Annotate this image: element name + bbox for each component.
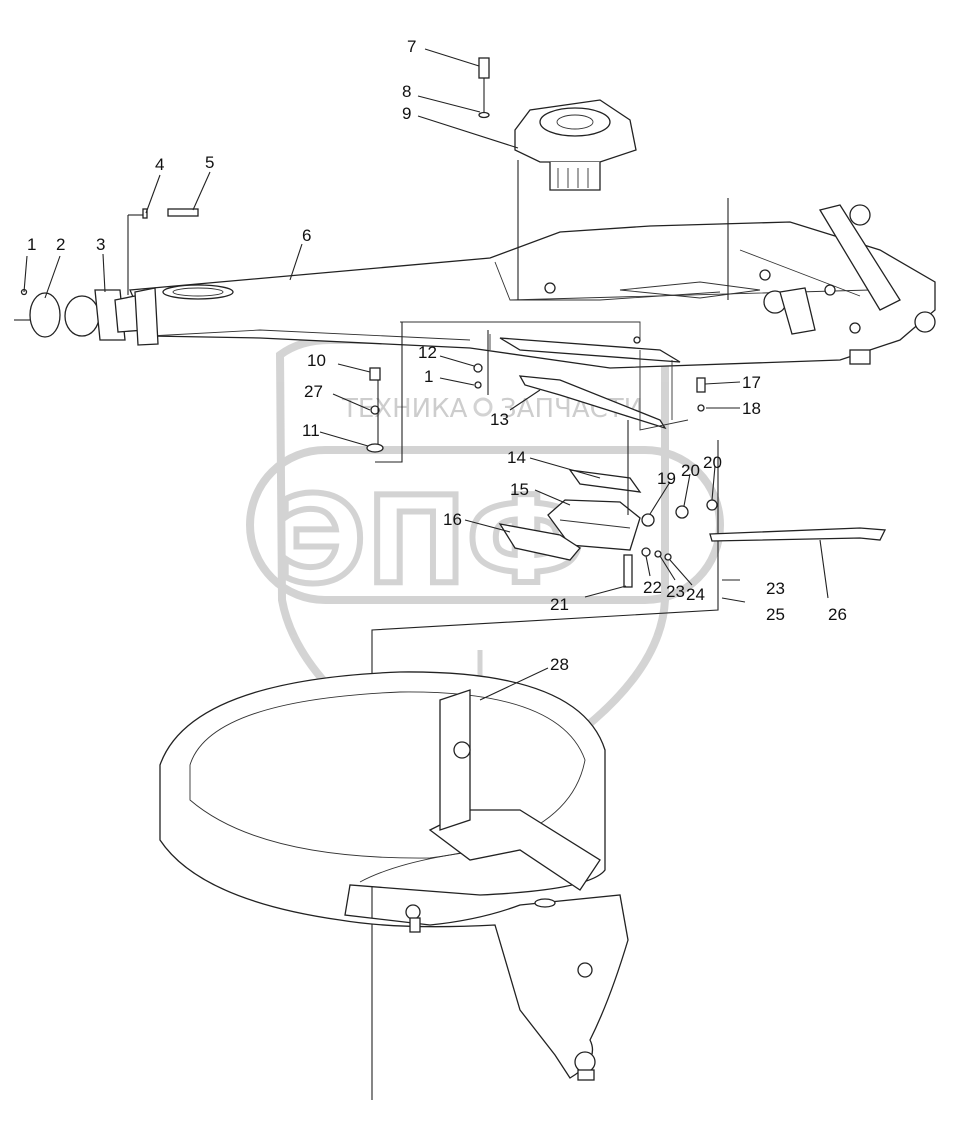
callout-6: 6 [302, 226, 311, 245]
callout-22: 22 [643, 578, 662, 597]
hitch-assembly [14, 287, 159, 346]
callout-18: 18 [742, 399, 761, 418]
callout-25: 25 [766, 605, 785, 624]
callout-23a: 23 [666, 582, 685, 601]
callout-3: 3 [96, 235, 105, 254]
callout-5: 5 [205, 153, 214, 172]
callout-20b: 20 [703, 453, 722, 472]
callout-2: 2 [56, 235, 65, 254]
callout-7: 7 [407, 37, 416, 56]
callout-16: 16 [443, 510, 462, 529]
callout-17: 17 [742, 373, 761, 392]
leader-lines [23, 48, 829, 701]
callout-19: 19 [657, 469, 676, 488]
callout-11: 11 [302, 421, 320, 440]
gearbox [478, 57, 729, 300]
callout-8: 8 [402, 82, 411, 101]
callout-21: 21 [550, 595, 569, 614]
callout-1b: 1 [424, 367, 433, 386]
callout-13: 13 [490, 410, 509, 429]
callout-24: 24 [686, 585, 705, 604]
middle-fasteners [473, 330, 489, 395]
callout-4: 4 [155, 155, 164, 174]
left-fasteners [366, 322, 403, 463]
callout-1: 1 [27, 235, 36, 254]
lever-26 [709, 527, 887, 542]
right-fasteners-17-18 [696, 377, 706, 412]
callout-23b: 23 [766, 579, 785, 598]
watermark-left-text: ТЕХНИКА [341, 394, 468, 424]
watermark-gear-icon [473, 397, 493, 417]
callout-26: 26 [828, 605, 847, 624]
watermark-banner [246, 446, 724, 604]
callout-12: 12 [418, 343, 437, 362]
swivel-ring [159, 671, 629, 1081]
callout-10: 10 [307, 351, 326, 370]
callout-28: 28 [550, 655, 569, 674]
callout-27: 27 [304, 382, 323, 401]
callout-15: 15 [510, 480, 529, 499]
drawbar-frame [129, 204, 936, 369]
bracket-plates [400, 321, 689, 431]
callout-20a: 20 [681, 461, 700, 480]
callout-9: 9 [402, 104, 411, 123]
callout-14: 14 [507, 448, 526, 467]
callouts: 1 2 3 4 5 6 7 8 9 10 27 11 12 1 13 17 18… [27, 37, 847, 674]
bolt-assembly-4-5 [127, 208, 199, 295]
